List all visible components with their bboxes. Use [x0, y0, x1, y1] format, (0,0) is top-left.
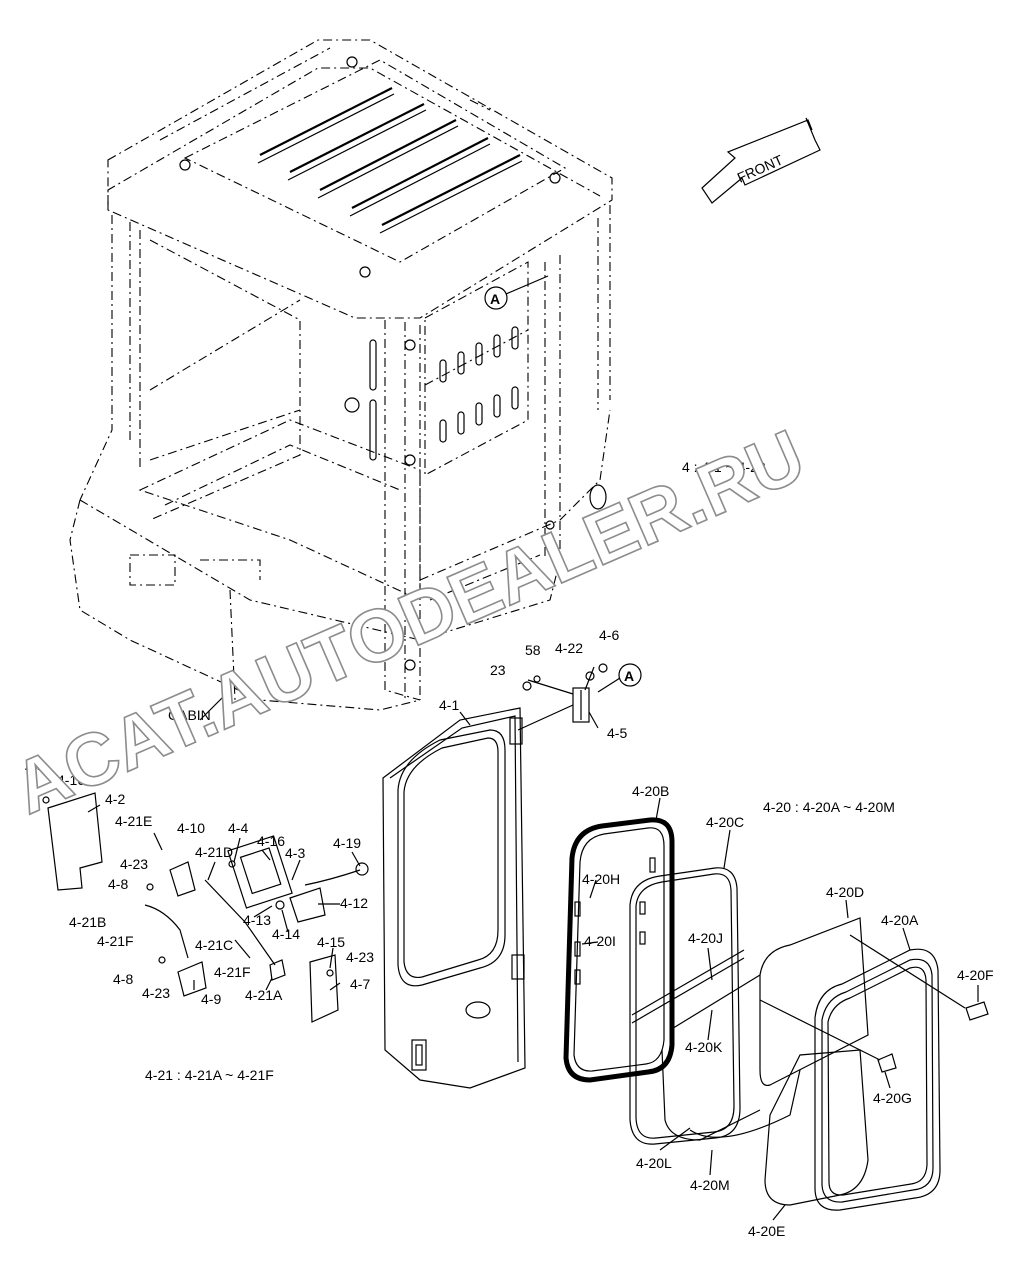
callout-4-20i: 4-20I	[584, 933, 616, 949]
callout-4-10: 4-10	[177, 820, 205, 836]
callout-4-4: 4-4	[25, 759, 45, 775]
cabin-label: CABIN	[168, 707, 211, 723]
callout-4-16: 4-16	[57, 772, 85, 788]
callout-4-20k: 4-20K	[685, 1039, 723, 1055]
callout-4-23: 4-23	[142, 985, 170, 1001]
callout-4-3: 4-3	[285, 845, 305, 861]
front-label: FRONT	[735, 151, 786, 185]
callout-4-4: 4-4	[228, 820, 248, 836]
ref-marker-a-cabin: A	[484, 275, 549, 310]
callout-4-12: 4-12	[340, 895, 368, 911]
callout-4-13: 4-13	[243, 912, 271, 928]
callout-4-21e: 4-21E	[115, 813, 152, 829]
callout-4-6: 4-6	[599, 627, 619, 643]
window-glass-4-20d	[759, 917, 869, 1087]
svg-text:A: A	[624, 668, 634, 684]
window-clips	[661, 934, 989, 1141]
callout-4-1: 4-1	[439, 697, 459, 713]
cabin-frame	[69, 39, 613, 711]
door-lock-components	[144, 835, 369, 1023]
callout-4-22: 4-22	[555, 640, 583, 656]
callout-4-16: 4-16	[257, 833, 285, 849]
window-glass-4-20e	[764, 1049, 869, 1206]
callout-4-21c: 4-21C	[195, 937, 233, 953]
front-direction-arrow: FRONT	[701, 117, 821, 204]
window-glass-4-20c	[629, 867, 761, 1145]
callout-4-20h: 4-20H	[582, 871, 620, 887]
door-hinge-bracket	[517, 663, 608, 731]
callout-4-23: 4-23	[346, 949, 374, 965]
callout-4-5: 4-5	[607, 725, 627, 741]
callout-4-20a: 4-20A	[881, 912, 919, 928]
callout-4-20l: 4-20L	[636, 1155, 672, 1171]
callout-4-19: 4-19	[333, 835, 361, 851]
callout-4-20b: 4-20B	[632, 783, 669, 799]
callout-4-20d: 4-20D	[826, 884, 864, 900]
callout-4-20f: 4-20F	[957, 967, 994, 983]
callout-4-9: 4-9	[201, 991, 221, 1007]
group-note-4-20: 4-20 : 4-20A ~ 4-20M	[763, 799, 895, 815]
svg-text:A: A	[490, 291, 500, 307]
callout-4-20j: 4-20J	[688, 930, 723, 946]
callout-23: 23	[490, 662, 506, 678]
callout-4-14: 4-14	[272, 926, 300, 942]
callout-4-23: 4-23	[120, 856, 148, 872]
callout-58: 58	[525, 642, 541, 658]
watermark-text: ACAT.AUTODEALER.RU	[1, 414, 816, 830]
window-seal-4-20a	[814, 948, 941, 1211]
door-assembly	[382, 707, 526, 1089]
callout-labels: 23 58 4-22 4-6 4-5 4-1 CABIN 4-4 4-16 4-…	[25, 459, 994, 1239]
callout-4-8: 4-8	[108, 876, 128, 892]
callout-4-7: 4-7	[350, 976, 370, 992]
callout-4-20e: 4-20E	[748, 1223, 785, 1239]
callout-4-21d: 4-21D	[195, 844, 233, 860]
callout-4-21a: 4-21A	[245, 987, 283, 1003]
callout-4-8: 4-8	[113, 971, 133, 987]
group-note-4: 4 : 4-1 ~ 4-23	[682, 459, 766, 475]
callout-4-21b: 4-21B	[69, 914, 106, 930]
callout-4-21f: 4-21F	[97, 933, 134, 949]
callout-4-20g: 4-20G	[873, 1090, 912, 1106]
window-seal-4-20b	[563, 817, 675, 1083]
door-cover-plate	[42, 792, 103, 891]
leader-lines	[87, 689, 979, 1221]
callout-4-15: 4-15	[317, 934, 345, 950]
callout-4-20c: 4-20C	[706, 814, 744, 830]
callout-4-2: 4-2	[105, 791, 125, 807]
callout-4-21f: 4-21F	[214, 964, 251, 980]
callout-4-20m: 4-20M	[690, 1177, 730, 1193]
ref-marker-a-hinge: A	[597, 663, 642, 693]
group-note-4-21: 4-21 : 4-21A ~ 4-21F	[145, 1067, 274, 1083]
